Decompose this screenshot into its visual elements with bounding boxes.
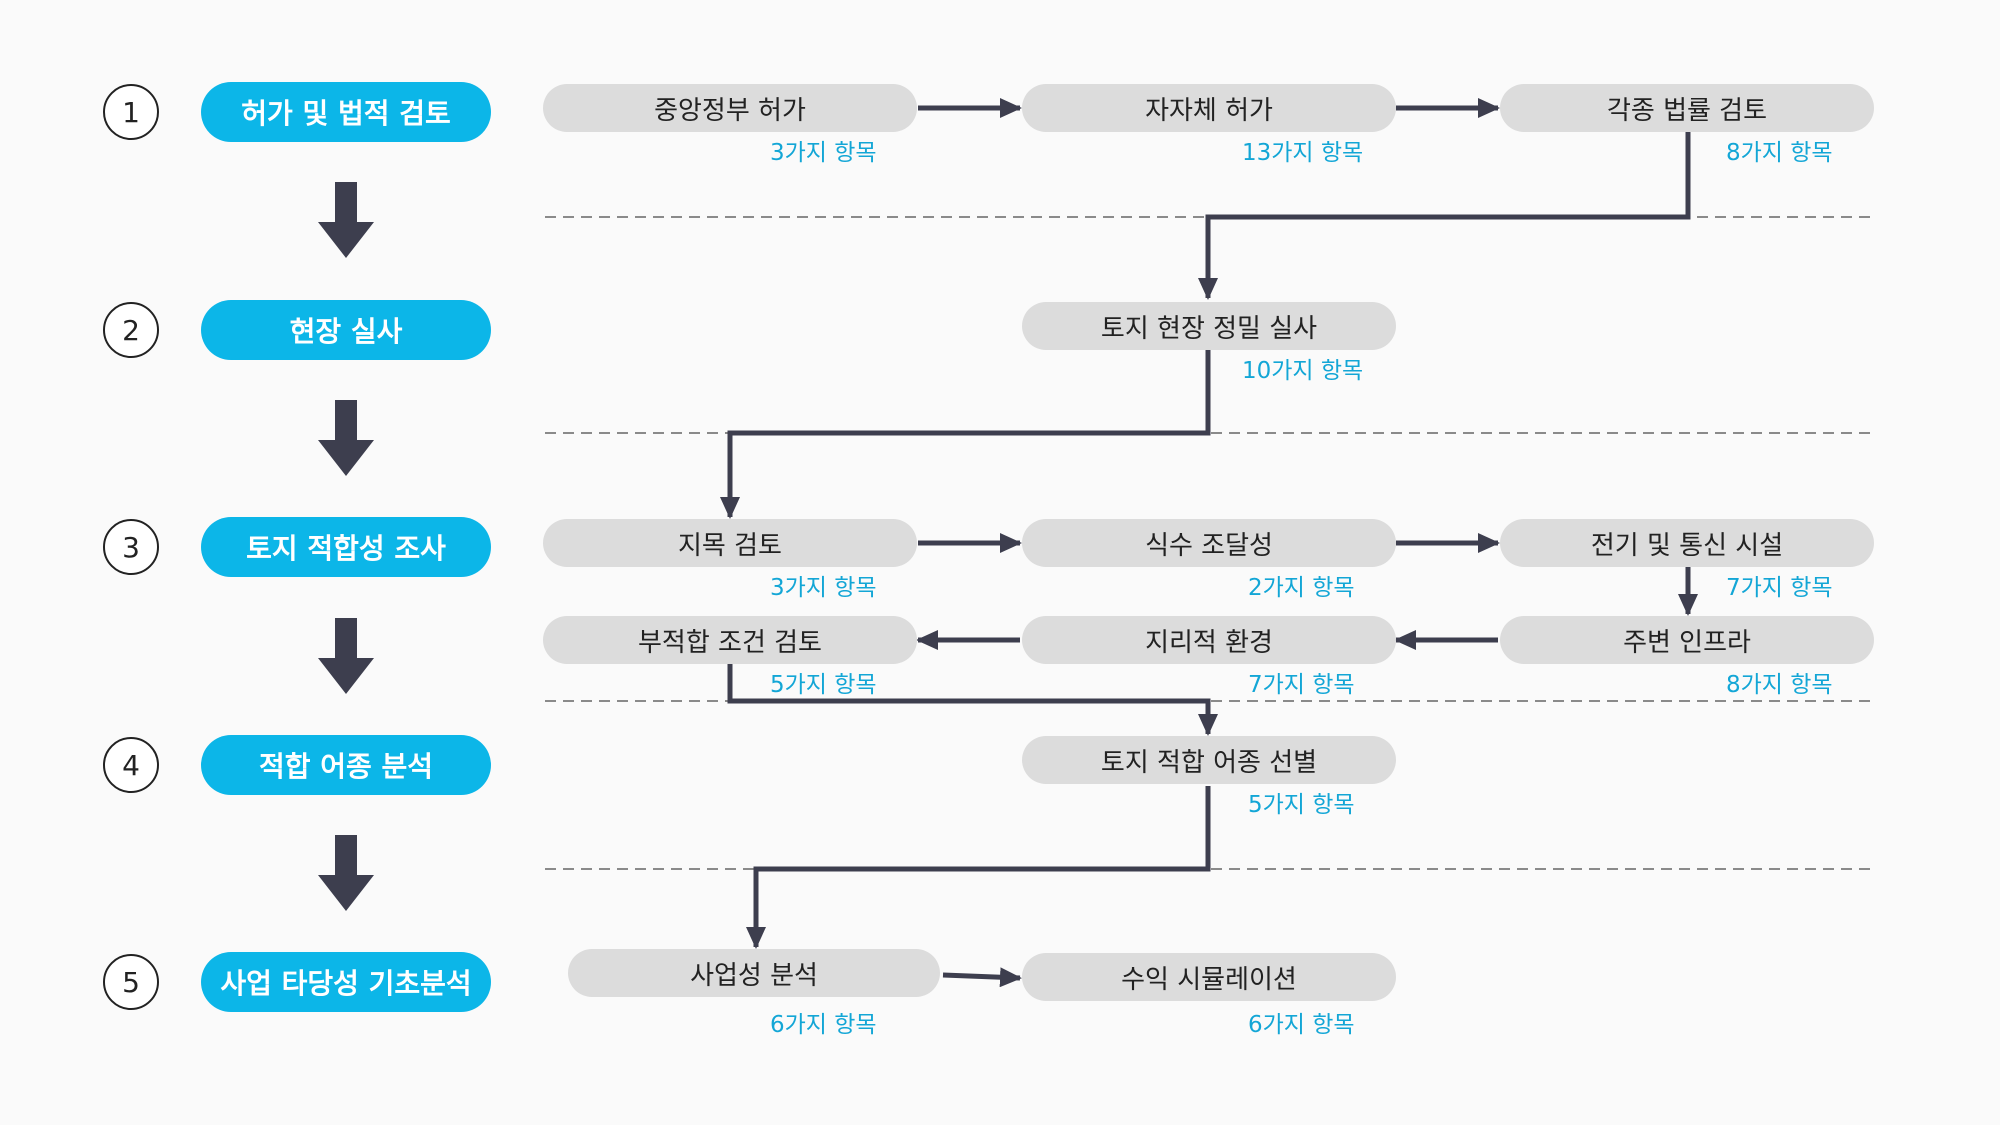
step-business-viability: 사업성 분석 [568, 949, 940, 997]
count-local-permit: 13가지 항목 [1242, 140, 1364, 166]
step-utilities: 전기 및 통신 시설 [1500, 519, 1874, 567]
count-utilities: 7가지 항목 [1726, 575, 1833, 601]
stage-number-5: 5 [103, 954, 159, 1010]
step-species-selection: 토지 적합 어종 선별 [1022, 736, 1396, 784]
stage-label-business-feasibility: 사업 타당성 기초분석 [201, 952, 491, 1012]
count-central-permit: 3가지 항목 [770, 140, 877, 166]
count-business-viability: 6가지 항목 [770, 1012, 877, 1038]
step-geography: 지리적 환경 [1022, 616, 1396, 664]
step-site-survey: 토지 현장 정밀 실사 [1022, 302, 1396, 350]
count-species-selection: 5가지 항목 [1248, 792, 1355, 818]
step-land-category: 지목 검토 [543, 519, 917, 567]
count-geography: 7가지 항목 [1248, 672, 1355, 698]
arrow-unsuitable-to-species [727, 664, 1218, 736]
flow-connectors [720, 98, 1698, 988]
stage-label-site-inspection: 현장 실사 [201, 300, 491, 360]
stage-label-species-analysis: 적합 어종 분석 [201, 735, 491, 795]
step-law-review: 각종 법률 검토 [1500, 84, 1874, 132]
stage-number-1: 1 [103, 84, 159, 140]
step-local-permit: 자자체 허가 [1022, 84, 1396, 132]
stage-number-4: 4 [103, 737, 159, 793]
count-revenue-simulation: 6가지 항목 [1248, 1012, 1355, 1038]
stage-label-land-suitability: 토지 적합성 조사 [201, 517, 491, 577]
arrow-business-to-revenue [942, 967, 1022, 988]
stage-down-arrow-icon [318, 618, 374, 694]
stage-down-arrow-icon [318, 835, 374, 911]
count-infrastructure: 8가지 항목 [1726, 672, 1833, 698]
arrow-site-survey-to-land-category [720, 350, 1211, 519]
stage-down-arrow-icon [318, 400, 374, 476]
step-unsuitable-conditions: 부적합 조건 검토 [543, 616, 917, 664]
count-land-category: 3가지 항목 [770, 575, 877, 601]
stage-number-3: 3 [103, 519, 159, 575]
arrow-law-to-site-survey [1198, 132, 1691, 300]
arrow-species-to-business [746, 786, 1211, 949]
stage-down-arrow-icon [318, 182, 374, 258]
count-unsuitable-conditions: 5가지 항목 [770, 672, 877, 698]
step-revenue-simulation: 수익 시뮬레이션 [1022, 953, 1396, 1001]
stage-label-permit-legal: 허가 및 법적 검토 [201, 82, 491, 142]
step-water-supply: 식수 조달성 [1022, 519, 1396, 567]
count-law-review: 8가지 항목 [1726, 140, 1833, 166]
step-infrastructure: 주변 인프라 [1500, 616, 1874, 664]
step-central-permit: 중앙정부 허가 [543, 84, 917, 132]
count-site-survey: 10가지 항목 [1242, 358, 1364, 384]
stage-number-2: 2 [103, 302, 159, 358]
count-water-supply: 2가지 항목 [1248, 575, 1355, 601]
